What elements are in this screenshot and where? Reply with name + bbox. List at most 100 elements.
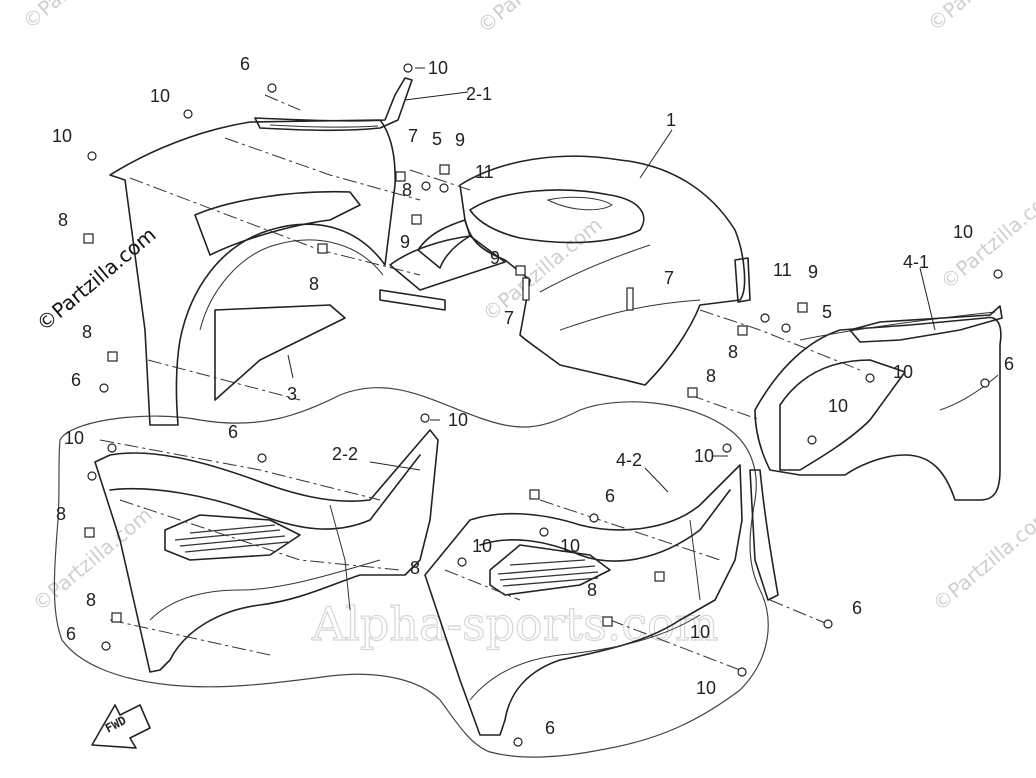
callout-label: 8 <box>86 590 96 610</box>
callout-label: 6 <box>852 598 862 618</box>
callout-label: 11 <box>475 162 494 182</box>
callout-label: 8 <box>56 504 66 524</box>
clip-nut-icon <box>737 325 748 336</box>
callout-label: 6 <box>71 370 81 390</box>
screw-icon <box>737 667 747 677</box>
callout-label: 6 <box>228 422 238 442</box>
watermark-alpha-sports: Alpha-sports.com <box>311 597 719 651</box>
part-2-2-left-footwell <box>94 429 439 673</box>
clip-nut-icon <box>654 571 665 582</box>
callout-label: 11 <box>773 260 792 280</box>
callout-label: 5 <box>432 129 442 149</box>
callout-label: 6 <box>240 54 250 74</box>
screw-icon <box>257 453 267 463</box>
bolt-icon <box>522 277 530 301</box>
callout-label: 10 <box>828 396 848 416</box>
screw-icon <box>87 471 97 481</box>
clip-nut-icon <box>83 233 94 244</box>
brand-label: ©Partzilla.com <box>32 222 161 336</box>
screw-icon <box>87 151 97 161</box>
watermark-partzilla: ©Partzilla.com <box>928 502 1036 616</box>
clip-nut-icon <box>602 616 613 627</box>
screw-icon <box>993 269 1003 279</box>
clip-nut-icon <box>84 527 95 538</box>
clip-nut-icon <box>687 387 698 398</box>
screw-icon <box>403 63 413 73</box>
washer-icon <box>760 313 770 323</box>
screw-icon <box>722 443 732 453</box>
washer-icon <box>781 323 791 333</box>
clip-nut-icon <box>515 265 526 276</box>
callout-label: 5 <box>822 302 832 322</box>
callout-layer: 1 2-1 2-2 3 4-1 4-2 5 5 6 6 6 6 6 6 6 6 … <box>52 54 1014 738</box>
callout-label: 10 <box>52 126 72 146</box>
callout-label: 7 <box>504 308 514 328</box>
leader-lines <box>287 67 936 493</box>
clip-nut-icon <box>439 164 450 175</box>
callout-label: 6 <box>605 486 615 506</box>
callout-label: 8 <box>728 342 738 362</box>
callout-label: 10 <box>448 410 468 430</box>
callout-label: 4-1 <box>903 252 929 272</box>
screw-icon <box>183 109 193 119</box>
washer-icon <box>439 183 449 193</box>
callout-label: 6 <box>66 624 76 644</box>
callout-label: 10 <box>560 536 580 556</box>
screw-icon <box>513 737 523 747</box>
clip-nut-icon <box>111 612 122 623</box>
part-4-1-right-rear-fender <box>749 305 1003 601</box>
screw-icon <box>107 443 117 453</box>
screw-icon <box>865 373 875 383</box>
fastener-layer <box>83 63 1003 747</box>
callout-label: 10 <box>690 622 710 642</box>
callout-label: 10 <box>428 58 448 78</box>
screw-icon <box>267 83 277 93</box>
callout-label: 7 <box>408 126 418 146</box>
callout-label: 7 <box>664 268 674 288</box>
callout-label: 8 <box>410 558 420 578</box>
callout-label: 9 <box>808 262 818 282</box>
lower-assembly-outline <box>53 387 769 758</box>
callout-label: 1 <box>666 110 676 130</box>
callout-label: 8 <box>402 180 412 200</box>
washer-icon <box>421 181 431 191</box>
callout-label: 2-2 <box>332 444 358 464</box>
bolt-icon <box>626 287 634 311</box>
watermark-partzilla: ©Partzilla.com <box>923 0 1036 36</box>
callout-label: 4-2 <box>616 450 642 470</box>
screw-icon <box>101 641 111 651</box>
callout-label: 9 <box>490 248 500 268</box>
callout-label: 10 <box>472 536 492 556</box>
callout-label: 8 <box>587 580 597 600</box>
callout-label: 8 <box>706 366 716 386</box>
clip-nut-icon <box>411 214 422 225</box>
forward-label: FWD <box>103 713 129 736</box>
part-4-2-right-footwell <box>424 464 743 736</box>
callout-label: 6 <box>545 718 555 738</box>
callout-label: 10 <box>893 362 913 382</box>
callout-label: 9 <box>455 130 465 150</box>
callout-label: 10 <box>64 428 84 448</box>
part-1-rear-fender <box>379 155 751 386</box>
forward-direction-arrow: FWD <box>91 704 151 749</box>
callout-label: 3 <box>287 384 297 404</box>
callout-label: 10 <box>696 678 716 698</box>
screw-icon <box>539 527 549 537</box>
screw-icon <box>420 413 430 423</box>
clip-nut-icon <box>797 302 808 313</box>
clip-nut-icon <box>317 243 328 254</box>
watermark-partzilla: ©Partzilla.com <box>18 0 147 34</box>
callout-label: 8 <box>309 274 319 294</box>
callout-label: 10 <box>694 446 714 466</box>
callout-label: 8 <box>82 322 92 342</box>
clip-nut-icon <box>529 489 540 500</box>
screw-icon <box>99 383 109 393</box>
screw-icon <box>980 378 990 388</box>
screw-icon <box>807 435 817 445</box>
callout-label: 6 <box>1004 354 1014 374</box>
clip-nut-icon <box>395 171 406 182</box>
callout-label: 9 <box>400 232 410 252</box>
callout-label: 8 <box>58 210 68 230</box>
part-2-1-left-rear-fender <box>109 77 413 426</box>
